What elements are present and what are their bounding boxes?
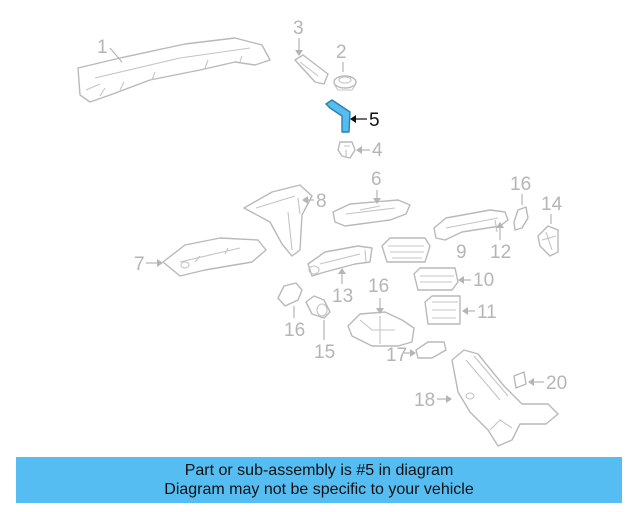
caption-line-2: Diagram may not be specific to your vehi… <box>164 481 474 498</box>
callout-10: 10 <box>473 270 494 291</box>
arrowhead-17 <box>376 308 384 314</box>
part-12-drawing <box>433 209 509 241</box>
part-6-drawing <box>332 199 411 227</box>
arrowhead-18 <box>410 349 416 357</box>
part-17-drawing <box>347 311 415 347</box>
arrowhead-19 <box>446 395 452 403</box>
callout-2: 2 <box>336 42 347 63</box>
arrowhead-20 <box>528 378 534 386</box>
callout-19: 18 <box>414 390 435 411</box>
part-10-drawing <box>413 267 459 291</box>
part-8-drawing <box>243 184 313 257</box>
callout-14: 14 <box>541 194 563 215</box>
part-16-upper-drawing <box>513 206 529 231</box>
part-13-drawing <box>307 245 373 277</box>
callout-17: 16 <box>368 276 389 297</box>
arrowhead-13 <box>338 268 346 274</box>
part-2-drawing <box>333 75 357 91</box>
part-18-drawing <box>415 341 447 359</box>
callout-4: 4 <box>372 140 383 161</box>
part-4-drawing <box>337 141 356 159</box>
callout-16-upper: 16 <box>510 174 531 195</box>
arrowhead-8 <box>302 196 308 204</box>
part-16-lower-drawing <box>277 282 303 307</box>
part-20-drawing <box>513 371 527 389</box>
callout-8: 8 <box>316 191 327 212</box>
callout-9: 9 <box>456 242 467 263</box>
part-7-drawing <box>162 237 267 277</box>
callout-3: 3 <box>293 18 304 39</box>
arrowhead-4 <box>356 146 362 154</box>
callout-11: 11 <box>477 302 497 323</box>
callout-12: 12 <box>490 242 511 263</box>
callout-6: 6 <box>371 169 382 190</box>
part-15-drawing <box>305 295 331 319</box>
part-1-drawing <box>77 37 271 103</box>
part-14-drawing <box>537 225 559 257</box>
part-9-drawing <box>381 237 431 263</box>
arrowhead-10 <box>458 276 464 284</box>
callout-20: 20 <box>546 373 567 394</box>
callout-18: 17 <box>386 345 407 366</box>
callout-13: 13 <box>332 286 353 307</box>
part-19-drawing <box>451 349 559 447</box>
callout-16-lower: 16 <box>284 320 305 341</box>
callout-7: 7 <box>134 254 145 275</box>
arrowhead-3 <box>295 50 303 56</box>
part-5-drawing <box>325 99 351 133</box>
leader-1 <box>109 47 123 63</box>
arrowhead-7 <box>157 259 163 267</box>
caption-line-1: Part or sub-assembly is #5 in diagram <box>184 462 454 479</box>
callout-1: 1 <box>97 37 108 58</box>
arrowhead-6 <box>373 198 381 204</box>
part-3-drawing <box>294 54 329 85</box>
arrowhead-12 <box>496 222 504 228</box>
callout-15: 15 <box>314 342 335 363</box>
arrowhead-11 <box>462 307 468 315</box>
callout-5: 5 <box>369 110 380 131</box>
part-11-drawing <box>424 295 461 325</box>
caption-banner: Part or sub-assembly is #5 in diagram Di… <box>16 457 622 503</box>
parts-diagram: 1 3 2 5 4 8 6 <box>77 18 567 447</box>
arrowhead-5 <box>350 115 356 123</box>
